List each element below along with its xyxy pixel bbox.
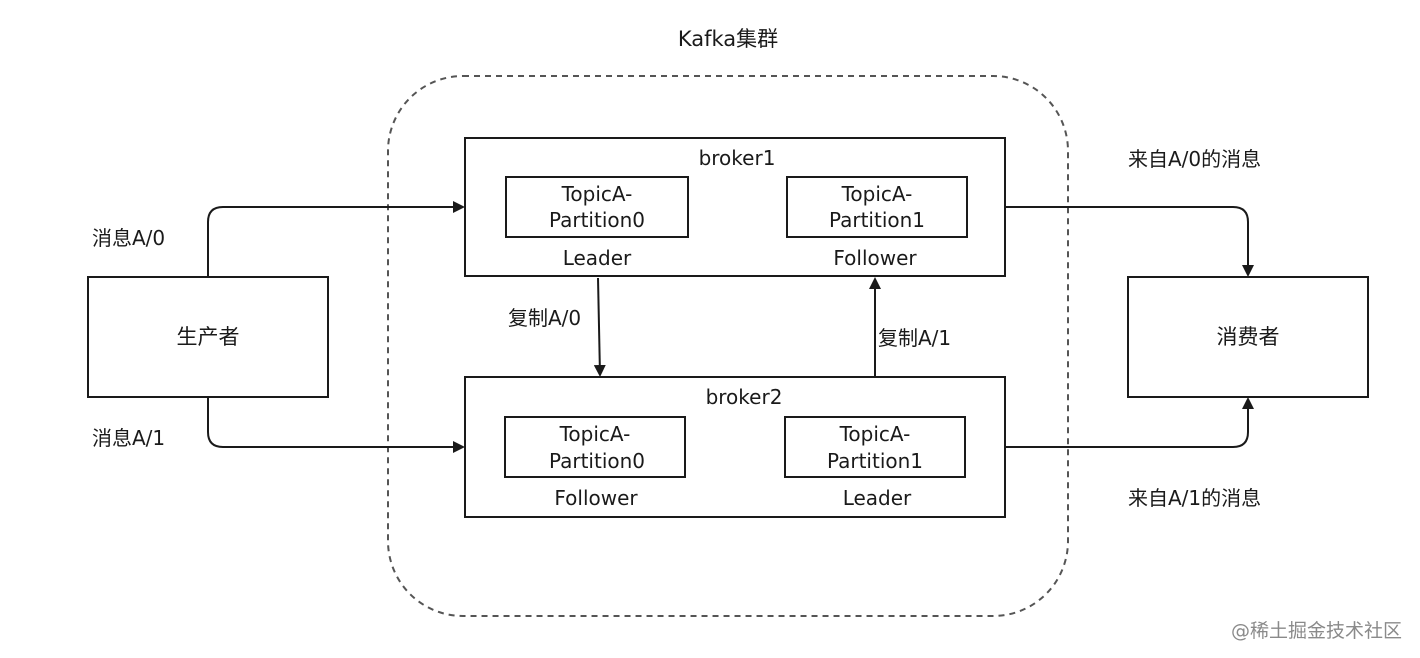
broker1-partition1-box	[786, 176, 968, 238]
broker2-partition0-line2: Partition0	[549, 449, 645, 473]
msg-a0-label: 消息A/0	[92, 226, 165, 250]
replicate-a1-label: 复制A/1	[878, 326, 951, 350]
producer-to-broker1-arrow	[207, 201, 465, 277]
replicate-a0-arrow	[593, 277, 606, 377]
msg-a1-label: 消息A/1	[92, 426, 165, 450]
from-a0-label: 来自A/0的消息	[1128, 147, 1261, 171]
replicate-a0-label: 复制A/0	[508, 306, 581, 330]
broker2-title: broker2	[706, 385, 783, 409]
broker2-partition0-role: Follower	[554, 486, 638, 510]
producer-label: 生产者	[177, 325, 240, 349]
broker2-partition0-line1: TopicA-	[559, 422, 631, 446]
broker1-partition0-role: Leader	[563, 246, 632, 270]
kafka-cluster-boundary	[387, 75, 1069, 617]
producer-to-broker2-arrow	[207, 397, 465, 453]
broker1-partition1-line2: Partition1	[829, 208, 925, 232]
broker2-partition1-role: Leader	[843, 486, 912, 510]
broker1-title: broker1	[699, 146, 776, 170]
broker1-partition0-line2: Partition0	[549, 208, 645, 232]
broker2-to-consumer-arrow	[1005, 397, 1254, 448]
broker2-partition1-box	[784, 416, 966, 478]
cluster-title: Kafka集群	[678, 27, 778, 51]
watermark-text: @稀土掘金技术社区	[1231, 620, 1402, 642]
broker1-partition1-role: Follower	[833, 246, 917, 270]
broker1-partition0-line1: TopicA-	[561, 182, 633, 206]
broker2-partition1-line2: Partition1	[827, 449, 923, 473]
broker2-partition0-box	[504, 416, 686, 478]
broker1-node: broker1 TopicA- Partition0 Leader TopicA…	[464, 137, 1006, 277]
consumer-label: 消费者	[1217, 325, 1280, 349]
broker1-partition1-line1: TopicA-	[841, 182, 913, 206]
consumer-node	[1127, 276, 1369, 398]
broker2-partition1-line1: TopicA-	[839, 422, 911, 446]
broker2-node: broker2 TopicA- Partition0 Follower Topi…	[464, 376, 1006, 518]
broker1-partition0-box	[505, 176, 689, 238]
from-a1-label: 来自A/1的消息	[1128, 486, 1261, 510]
broker1-to-consumer-arrow	[1005, 206, 1254, 277]
